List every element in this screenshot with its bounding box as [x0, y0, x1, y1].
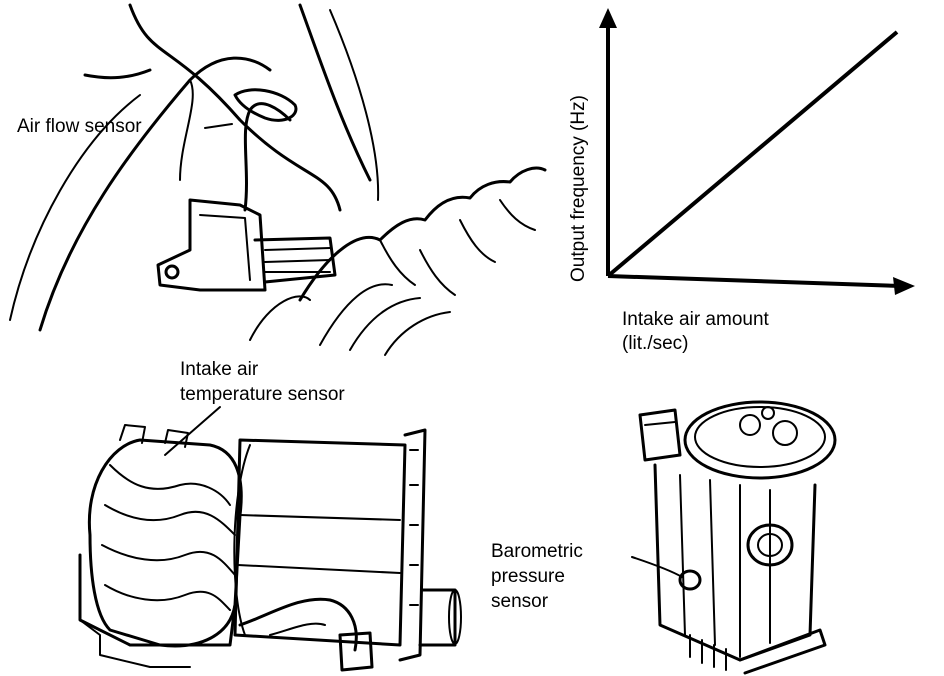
chart-series-line [606, 30, 899, 278]
barometric-pressure-label-line3: sensor [491, 591, 549, 612]
chart-x-axis-unit: (lit./sec) [622, 333, 689, 354]
chart-axes [599, 8, 915, 295]
barometric-pressure-label-line2: pressure [491, 566, 565, 587]
intake-air-temperature-label-line1: Intake air [180, 359, 259, 380]
barometric-pressure-sensor-illustration [631, 400, 837, 675]
barometric-pressure-label-line1: Barometric [491, 541, 583, 562]
air-flow-sensor-label: Air flow sensor [17, 116, 142, 137]
chart-x-axis-label: Intake air amount [622, 309, 769, 330]
chart-y-axis-arrow [599, 8, 617, 28]
chart-x-axis-line [607, 274, 902, 288]
chart-x-axis-arrow [893, 277, 915, 295]
air-flow-sensor-illustration [9, 3, 547, 356]
frequency-chart [599, 8, 915, 295]
chart-series [606, 30, 899, 278]
intake-air-temperature-sensor-illustration [78, 406, 462, 672]
chart-y-axis-label: Output frequency (Hz) [568, 95, 589, 282]
intake-air-temperature-label-line2: temperature sensor [180, 384, 345, 405]
